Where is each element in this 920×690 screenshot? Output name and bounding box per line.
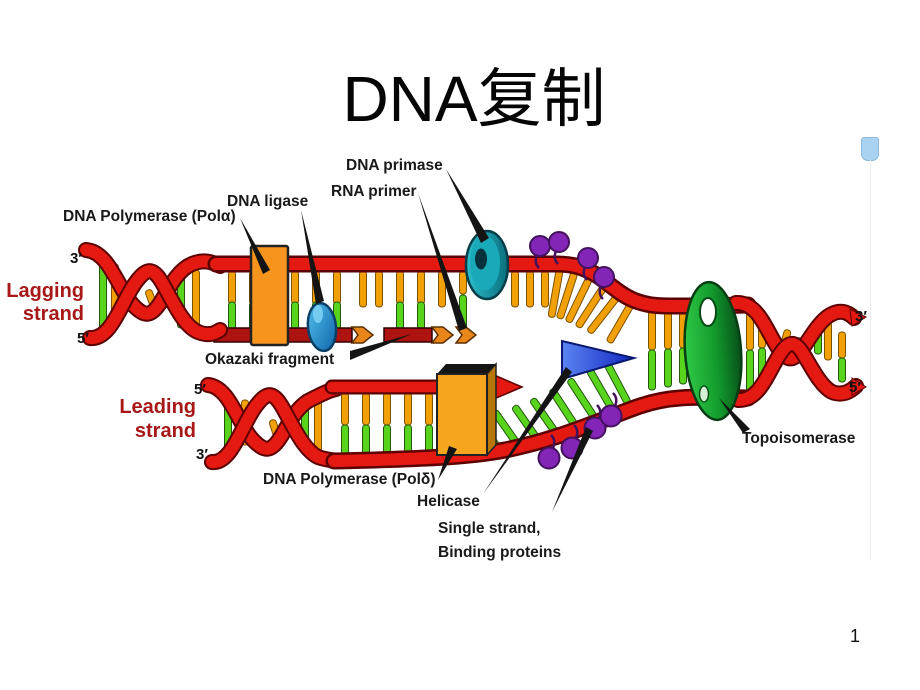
pointer-rna-primer (418, 193, 467, 331)
leading-3-prime: 3′ (196, 446, 208, 463)
label-okazaki-fragment: Okazaki fragment (205, 351, 334, 368)
okazaki-arrowheads (350, 326, 478, 344)
title-latin: DNA (342, 63, 478, 135)
lagging-left-helix (78, 242, 228, 346)
topoisomerase-ring (683, 280, 743, 422)
label-lagging-strand-2: strand (23, 303, 84, 325)
pointer-polymerase-alpha (240, 218, 270, 274)
label-topoisomerase: Topoisomerase (742, 430, 856, 447)
leading-5-prime: 5′ (194, 381, 206, 398)
fork-paired-rungs (648, 309, 687, 391)
pointer-okazaki (350, 334, 412, 360)
label-lagging-strand-1: Lagging (6, 280, 84, 302)
label-pointers (240, 169, 750, 512)
dna-ligase-enzyme (306, 301, 338, 353)
label-rna-primer: RNA primer (331, 183, 417, 200)
right-helix (728, 295, 868, 408)
pointer-ssb (552, 427, 593, 512)
label-polymerase-alpha: DNA Polymerase (Polα) (63, 208, 236, 225)
polymerase-delta-enzyme (436, 362, 497, 457)
leading-template-strand (325, 388, 757, 470)
primase-ring (464, 229, 510, 301)
label-dna-ligase: DNA ligase (227, 193, 309, 210)
label-ssb-2: Binding proteins (438, 544, 561, 561)
pointer-dna-primase (446, 169, 489, 243)
pointer-topoisomerase (719, 398, 750, 433)
label-leading-strand-2: strand (135, 420, 196, 442)
label-leading-strand-1: Leading (119, 396, 196, 418)
lagging-5-prime: 5′ (77, 330, 89, 347)
leading-base-pairs (341, 392, 433, 456)
pointer-polymerase-delta (438, 446, 457, 480)
page-number: 1 (850, 626, 861, 646)
lagging-3-prime: 3′ (70, 250, 82, 267)
pointer-helicase (483, 367, 572, 494)
placeholder-edge-line (870, 160, 871, 560)
title-cjk: 复制 (477, 64, 606, 135)
slide-title: DNA复制 (14, 48, 920, 140)
label-ssb-1: Single strand, (438, 520, 541, 537)
label-dna-primase: DNA primase (346, 157, 443, 174)
label-polymerase-delta: DNA Polymerase (Polδ) (263, 471, 435, 488)
ssb-proteins-top (529, 231, 615, 300)
right-3-prime: 3′ (855, 308, 867, 325)
polymerase-alpha-enzyme (249, 244, 290, 347)
right-5-prime: 5′ (849, 379, 861, 396)
label-helicase: Helicase (417, 493, 480, 510)
pointer-dna-ligase (301, 210, 324, 304)
lagging-template-strand (207, 255, 757, 315)
helicase-triangle (561, 339, 638, 381)
leading-left-helix (200, 377, 346, 470)
